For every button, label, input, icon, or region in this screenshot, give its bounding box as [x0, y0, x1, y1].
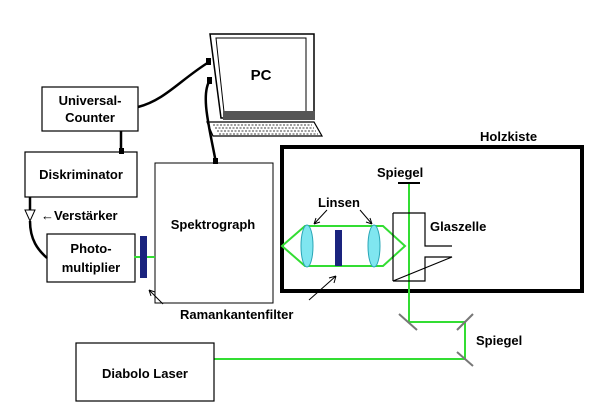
- ramankantenfilter-label: Ramankantenfilter: [180, 307, 293, 322]
- verstaerker-symbol: ←Verstärker: [24, 208, 118, 223]
- universal-counter-box: Universal- Counter: [41, 86, 139, 132]
- mirror-corner: [456, 351, 474, 367]
- cable-amp-photomultiplier: [28, 220, 48, 259]
- cable-connector-1: [206, 58, 211, 65]
- linsen-label: Linsen: [318, 195, 360, 210]
- spiegel-top-label: Spiegel: [377, 165, 423, 180]
- universal-counter-label-1: Universal-: [59, 93, 122, 108]
- spiegel-bottom-label: Spiegel: [476, 333, 522, 348]
- lens-right: [367, 224, 381, 268]
- photomultiplier-label-1: Photo-: [70, 241, 111, 256]
- lens-left: [300, 224, 314, 268]
- cable-spektrograph-pc: [204, 79, 218, 164]
- keyboard: [206, 121, 324, 137]
- holzkiste-box: Holzkiste: [280, 129, 584, 293]
- glaszelle: [392, 212, 453, 282]
- mirror-right: [456, 313, 474, 331]
- cable-connector-3: [119, 148, 124, 154]
- cables: [28, 60, 218, 259]
- cable-counter-pc: [137, 60, 210, 109]
- holzkiste-label: Holzkiste: [480, 129, 537, 144]
- cable-connector-2: [207, 77, 212, 84]
- diskriminator-box: Diskriminator: [24, 151, 138, 198]
- mirror-left: [398, 313, 418, 331]
- spektrograph-label: Spektrograph: [171, 217, 256, 232]
- collection-beam: [280, 225, 407, 267]
- glaszelle-label: Glaszelle: [430, 219, 486, 234]
- arrow-linsen-right: [359, 209, 373, 225]
- lenses: [300, 224, 381, 268]
- verstaerker-label: ←Verstärker: [41, 208, 118, 223]
- diabolo-laser-box: Diabolo Laser: [75, 342, 215, 402]
- raman-filter-photomultiplier: [140, 236, 147, 278]
- pc-label: PC: [251, 67, 272, 84]
- arrow-filter-photomultiplier: [148, 289, 164, 305]
- raman-filter-box: [335, 230, 342, 266]
- pointer-arrows: [148, 209, 373, 305]
- universal-counter-label-2: Counter: [65, 110, 115, 125]
- diskriminator-label: Diskriminator: [39, 167, 123, 182]
- pc-monitor: PC: [209, 33, 315, 120]
- spektrograph-box: Spektrograph: [154, 162, 274, 304]
- arrow-linsen-left: [313, 209, 328, 225]
- photomultiplier-box: Photo- multiplier: [46, 233, 136, 283]
- diabolo-laser-label: Diabolo Laser: [102, 366, 188, 381]
- arrow-filter-box: [308, 275, 337, 301]
- mirrors: [398, 182, 474, 367]
- photomultiplier-label-2: multiplier: [62, 260, 121, 275]
- cable-connector-4: [213, 158, 218, 164]
